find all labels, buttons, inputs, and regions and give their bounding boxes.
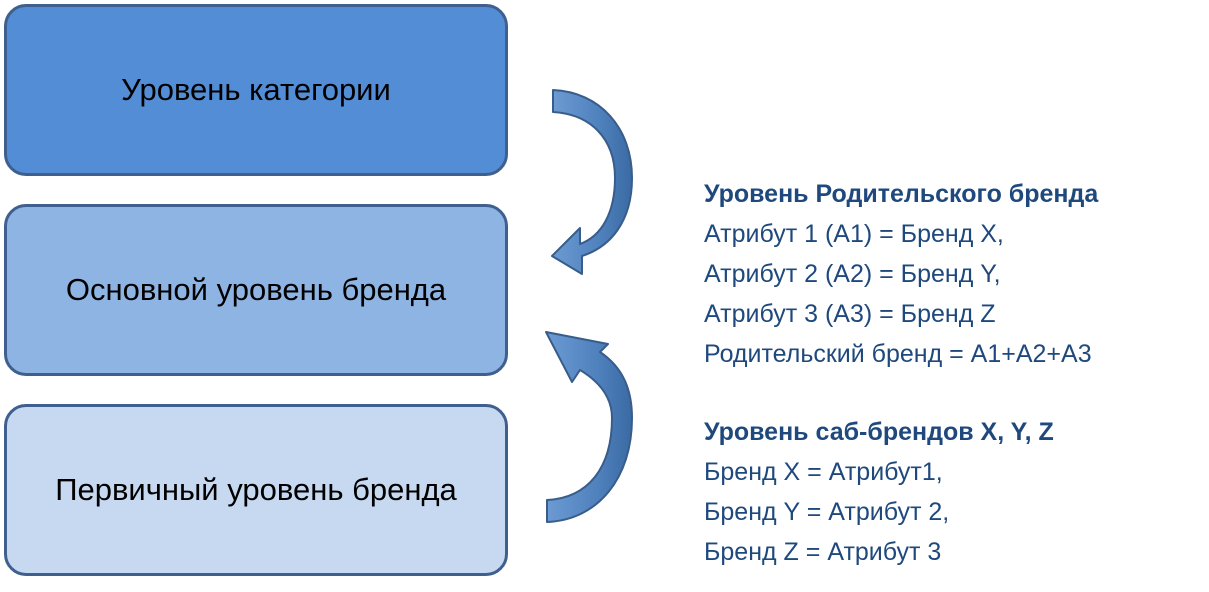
parent-brand-description: Уровень Родительского бренда Атрибут 1 (… bbox=[704, 174, 1098, 374]
category-level-box: Уровень категории bbox=[4, 4, 508, 176]
parent-brand-line: Атрибут 2 (A2) = Бренд Y, bbox=[704, 260, 1001, 288]
sub-brands-heading: Уровень саб-брендов X, Y, Z bbox=[704, 418, 1054, 446]
sub-brand-line: Бренд Y = Атрибут 2, bbox=[704, 498, 950, 526]
parent-brand-line: Атрибут 1 (A1) = Бренд X, bbox=[704, 220, 1004, 248]
primary-brand-level-box: Первичный уровень бренда bbox=[4, 404, 508, 576]
parent-brand-heading: Уровень Родительского бренда bbox=[704, 180, 1099, 208]
parent-brand-line: Родительский бренд = A1+A2+A3 bbox=[704, 340, 1092, 368]
curved-arrow-up-icon bbox=[545, 331, 633, 523]
main-brand-level-label: Основной уровень бренда bbox=[65, 272, 447, 307]
sub-brands-description: Уровень саб-брендов X, Y, Z Бренд X = Ат… bbox=[704, 412, 1054, 572]
sub-brand-line: Бренд X = Атрибут1, bbox=[704, 458, 943, 486]
main-brand-level-box: Основной уровень бренда bbox=[4, 204, 508, 376]
primary-brand-level-label: Первичный уровень бренда bbox=[55, 472, 457, 507]
category-level-label: Уровень категории bbox=[121, 72, 391, 107]
parent-brand-line: Атрибут 3 (A3) = Бренд Z bbox=[704, 300, 996, 328]
curved-arrow-down-icon bbox=[551, 89, 633, 275]
sub-brand-line: Бренд Z = Атрибут 3 bbox=[704, 538, 942, 566]
